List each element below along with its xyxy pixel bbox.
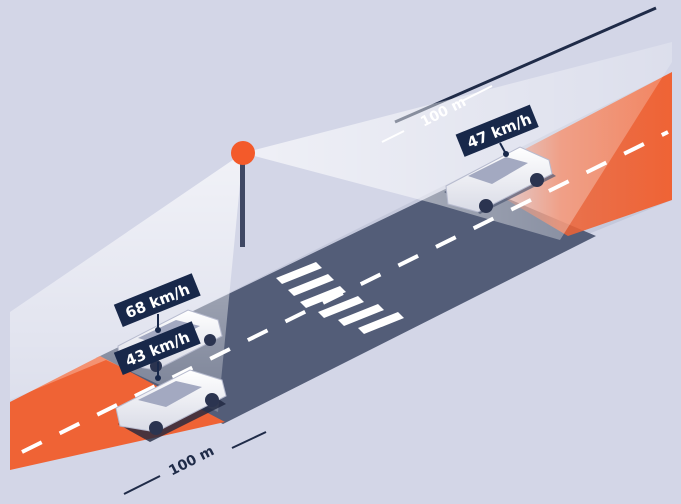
crosswalk-icon (276, 262, 404, 334)
camera-beam-far (243, 42, 672, 240)
distance-line-near-a (123, 475, 161, 495)
distance-line-far-b (461, 85, 493, 102)
speed-camera-pole-icon (231, 141, 255, 247)
car-icon (115, 369, 227, 442)
distance-line-near-b (231, 431, 267, 449)
distance-line-far-a (381, 130, 405, 143)
car-icon (444, 146, 556, 214)
